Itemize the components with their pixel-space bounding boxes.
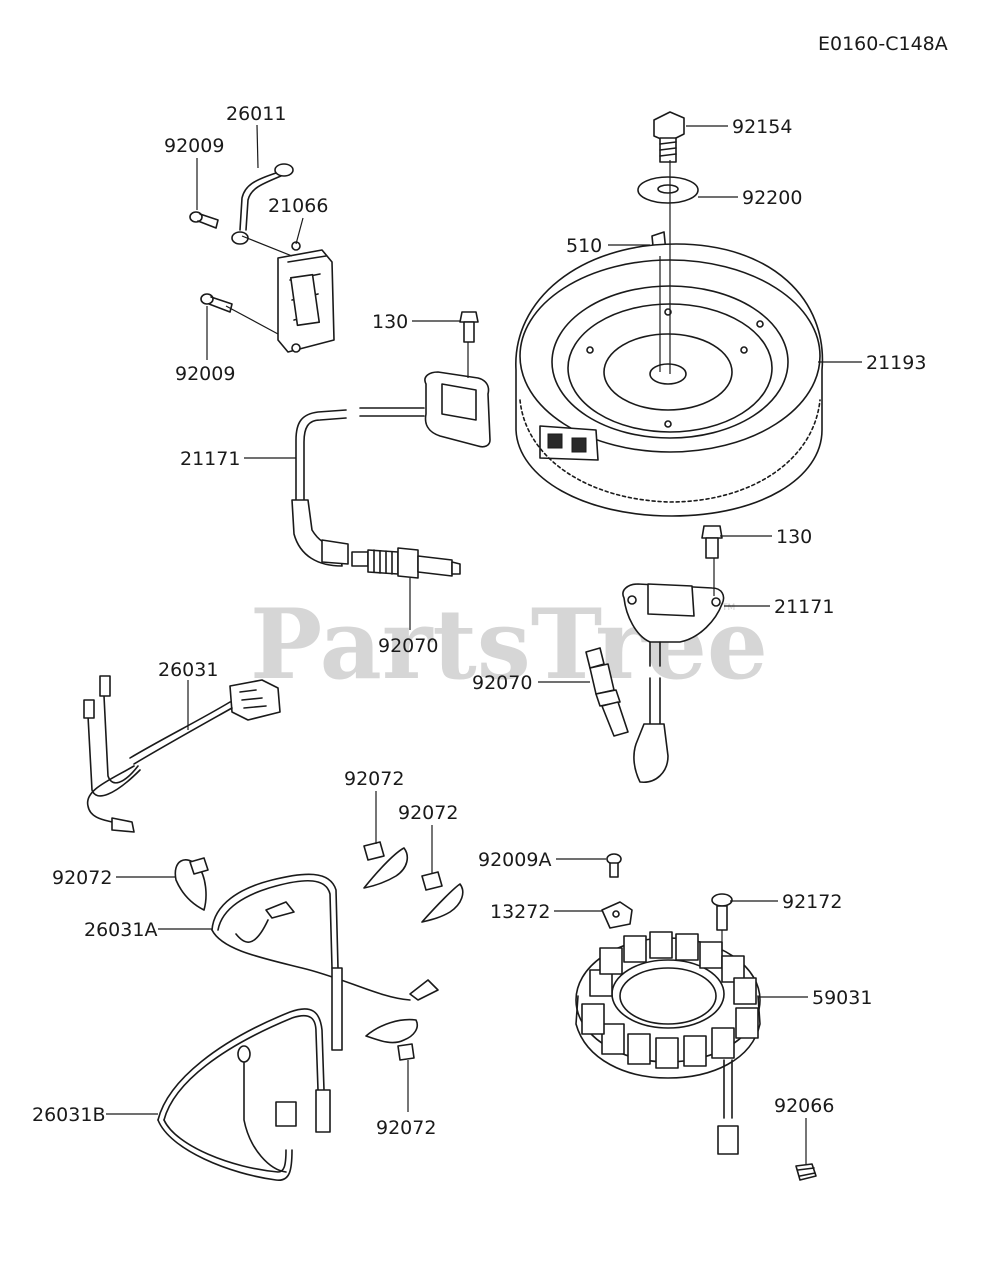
part-21171-ignition-coil-b[interactable] xyxy=(622,583,725,783)
label-130-b: 130 xyxy=(776,526,812,548)
label-21171-a: 21171 xyxy=(180,448,240,470)
part-92072-clamp-c[interactable] xyxy=(421,871,464,923)
label-92009-bottom: 92009 xyxy=(175,363,235,385)
part-130-bolt-b[interactable] xyxy=(701,525,723,559)
label-92154: 92154 xyxy=(732,116,792,138)
part-13272-plate[interactable] xyxy=(601,901,633,929)
label-26011: 26011 xyxy=(226,103,286,125)
part-92066-plug[interactable] xyxy=(795,1163,817,1181)
label-13272: 13272 xyxy=(490,901,550,923)
part-92072-clamp-d[interactable] xyxy=(365,1018,419,1061)
part-21193-flywheel[interactable] xyxy=(515,243,824,517)
part-92072-clamp-b[interactable] xyxy=(363,841,409,889)
label-92072-c: 92072 xyxy=(52,867,112,889)
part-26031A-harness[interactable] xyxy=(211,873,439,1051)
label-130-a: 130 xyxy=(372,311,408,333)
label-92009A: 92009A xyxy=(478,849,551,871)
label-21066: 21066 xyxy=(268,195,328,217)
label-92200: 92200 xyxy=(742,187,802,209)
part-92070-spark-plug-a[interactable] xyxy=(351,547,461,579)
part-92200-washer[interactable] xyxy=(637,176,699,204)
label-92072-d: 92072 xyxy=(376,1117,436,1139)
part-21171-ignition-coil-a[interactable] xyxy=(291,371,491,567)
label-92072-a: 92072 xyxy=(344,768,404,790)
label-26031: 26031 xyxy=(158,659,218,681)
stator-teeth xyxy=(581,931,759,1069)
part-92172-screw[interactable] xyxy=(711,893,733,931)
label-92070-a: 92070 xyxy=(378,635,438,657)
label-59031: 59031 xyxy=(812,987,872,1009)
label-510: 510 xyxy=(566,235,602,257)
part-59031-stator[interactable] xyxy=(575,931,761,1155)
part-92072-clamp-a[interactable] xyxy=(174,857,209,911)
part-92009-screw-bottom[interactable] xyxy=(200,293,233,313)
label-26031B: 26031B xyxy=(32,1104,105,1126)
part-92009-screw-top[interactable] xyxy=(189,211,219,229)
diagram-code: E0160-C148A xyxy=(818,33,948,55)
watermark-tm: TM xyxy=(721,603,735,613)
part-26031B-harness[interactable] xyxy=(157,1008,331,1181)
part-130-bolt-a[interactable] xyxy=(459,311,479,343)
label-92009-top: 92009 xyxy=(164,135,224,157)
leader-lines xyxy=(106,124,862,1164)
label-92072-b: 92072 xyxy=(398,802,458,824)
part-92009A-screw[interactable] xyxy=(606,853,622,878)
label-92070-b: 92070 xyxy=(472,672,532,694)
label-21193: 21193 xyxy=(866,352,926,374)
part-26031-harness[interactable] xyxy=(83,675,281,833)
label-92066: 92066 xyxy=(774,1095,834,1117)
part-92070-spark-plug-b[interactable] xyxy=(585,647,629,737)
label-26031A: 26031A xyxy=(84,919,157,941)
label-92172: 92172 xyxy=(782,891,842,913)
label-21171-b: 21171 xyxy=(774,596,834,618)
part-92154-bolt[interactable] xyxy=(653,111,685,163)
part-21066-regulator[interactable] xyxy=(277,241,335,353)
